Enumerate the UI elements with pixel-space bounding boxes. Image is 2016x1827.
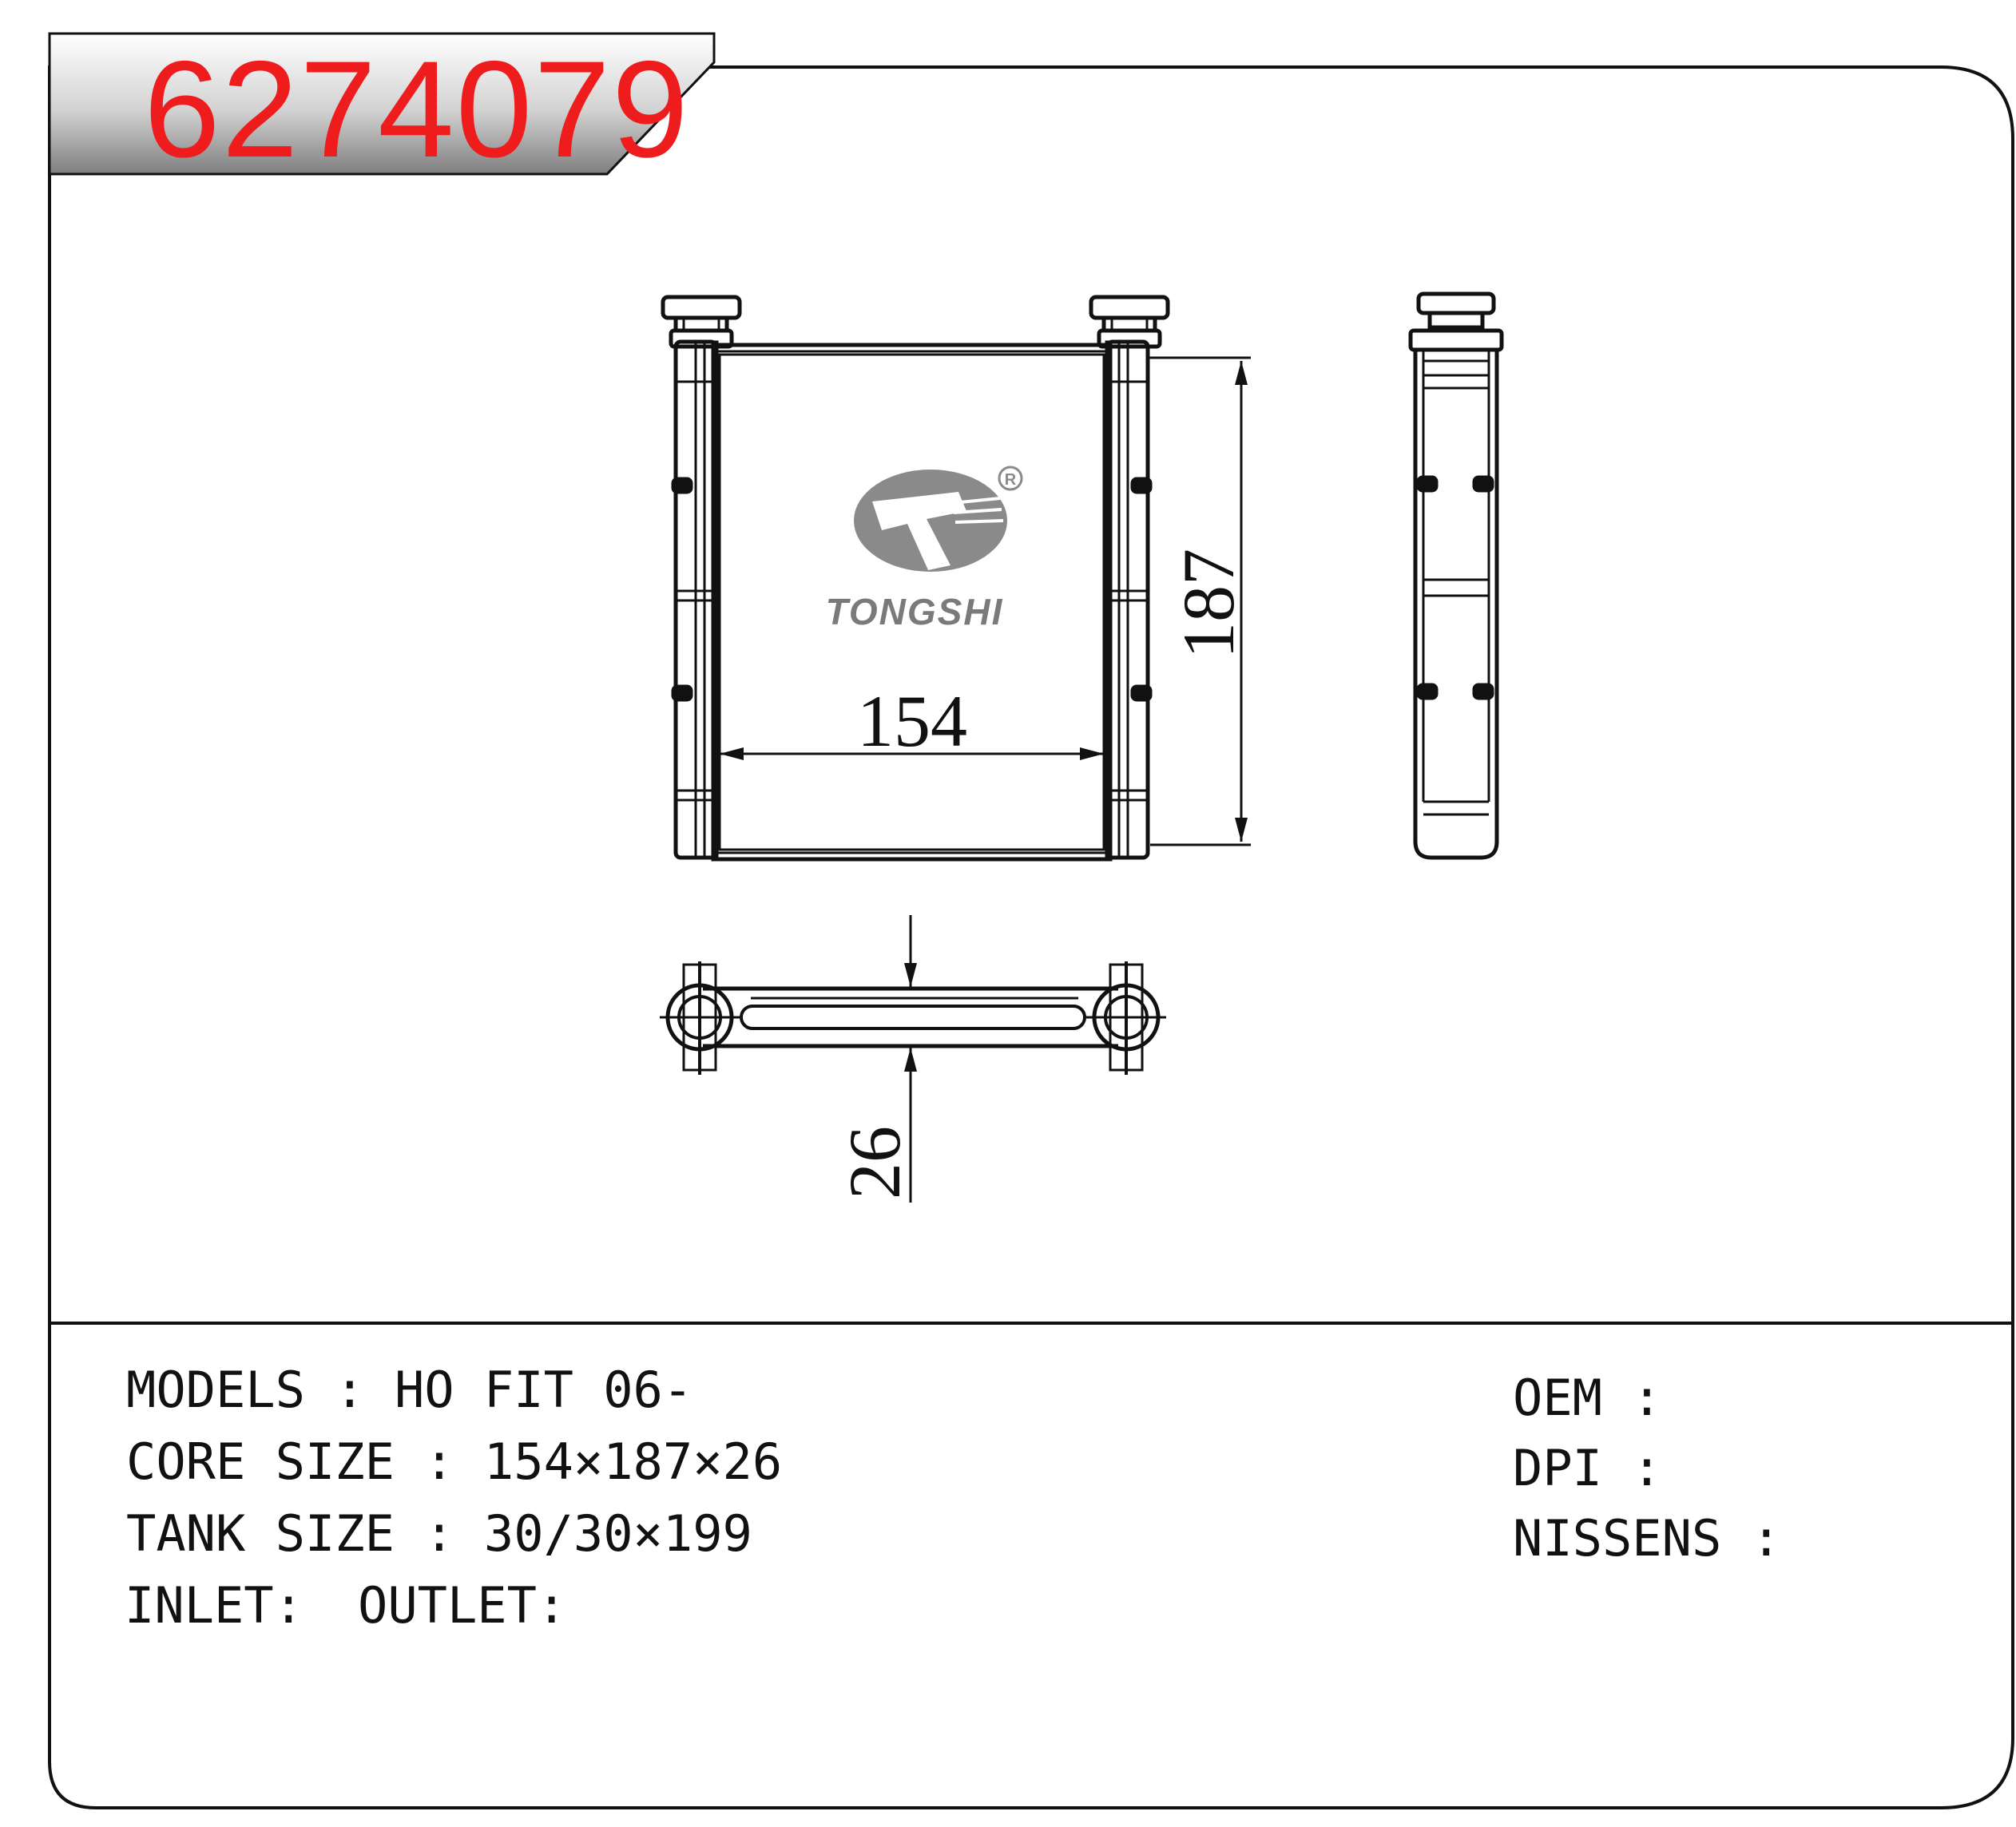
width-label: 154 xyxy=(857,680,967,762)
tank-size-line: TANK SIZE : 30/30×199 xyxy=(126,1504,752,1563)
core-outline xyxy=(711,343,1113,862)
registered-icon xyxy=(998,466,1023,491)
left-pipe xyxy=(661,295,742,349)
width-dimension xyxy=(720,747,1104,760)
right-tank xyxy=(1105,339,1153,860)
left-tank xyxy=(671,339,719,860)
thickness-label: 26 xyxy=(834,1126,915,1199)
right-pipe xyxy=(1089,295,1170,349)
height-label: 187 xyxy=(1168,549,1249,659)
top-view xyxy=(660,961,1166,1075)
logo-disc xyxy=(854,470,1007,572)
inlet-label: INLET: xyxy=(125,1576,304,1635)
oem-line: OEM : xyxy=(1513,1369,1662,1427)
outlet-label: OUTLET: xyxy=(358,1576,567,1635)
height-dimension xyxy=(1148,356,1251,846)
part-number-tab: 6274079 xyxy=(48,32,716,186)
thickness-dimension xyxy=(904,915,917,1203)
outer-frame xyxy=(48,65,2014,1809)
registered-mark: R xyxy=(1005,471,1017,489)
brand-name: TONGSHI xyxy=(826,591,1004,632)
front-view xyxy=(661,295,1170,862)
dpi-line: DPI : xyxy=(1513,1439,1662,1497)
nissens-line: NISSENS : xyxy=(1513,1509,1781,1567)
part-number: 6274079 xyxy=(144,33,690,186)
models-line: MODELS : HO FIT 06- xyxy=(126,1361,693,1419)
tongshi-logo: R TONGSHI xyxy=(826,466,1023,632)
side-view xyxy=(1408,291,1504,860)
core-size-line: CORE SIZE : 154×187×26 xyxy=(126,1433,783,1491)
logo-mark xyxy=(872,492,966,570)
